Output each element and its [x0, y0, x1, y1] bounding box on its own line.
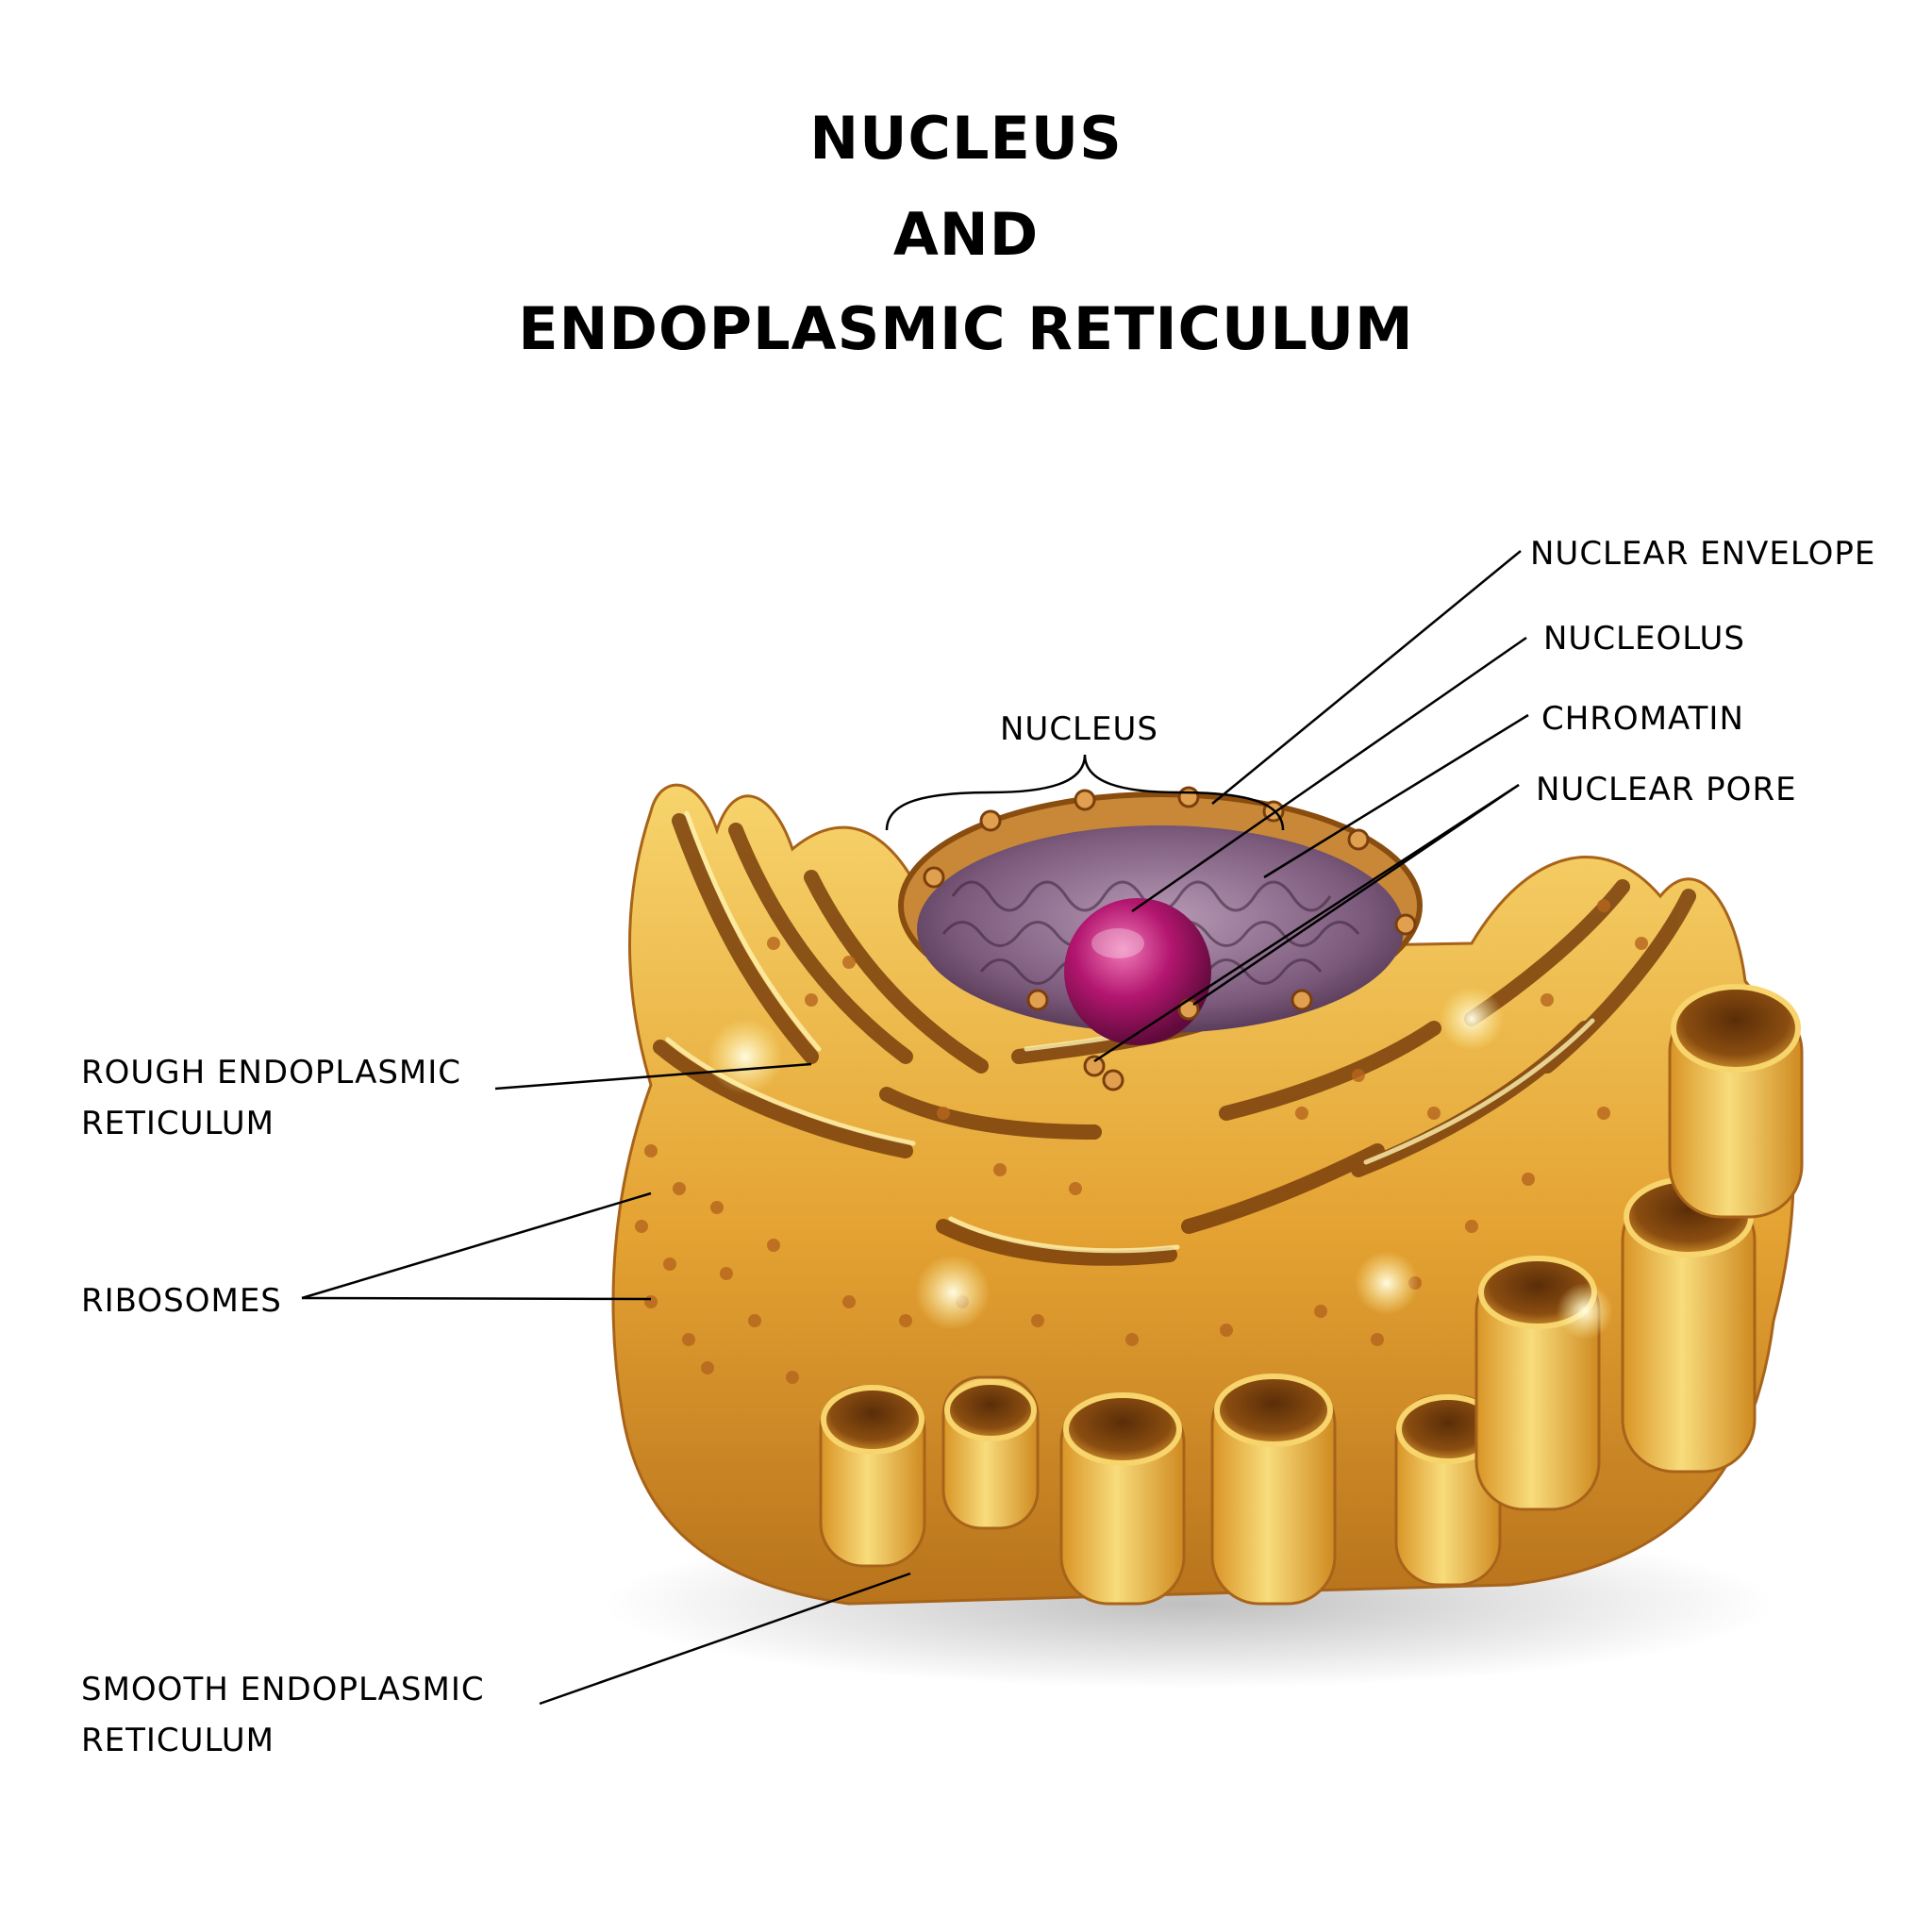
label-rough-er-line-2: RETICULUM [81, 1105, 275, 1143]
label-smooth-er-line-2: RETICULUM [81, 1722, 275, 1760]
leader-nuclear-pore-b [1192, 783, 1520, 1007]
nucleus [898, 786, 1423, 1091]
label-rough-er-line-1: ROUGH ENDOPLASMIC [81, 1054, 462, 1091]
label-nuclear-envelope: NUCLEAR ENVELOPE [1530, 535, 1876, 573]
label-rough-er: ROUGH ENDOPLASMIC RETICULUM [81, 1047, 461, 1150]
leader-smooth-er [539, 1572, 911, 1706]
leader-nuclear-pore-a [1093, 783, 1520, 1063]
title-line-3: ENDOPLASMIC RETICULUM [518, 294, 1414, 363]
leader-chromatin [1263, 713, 1529, 879]
leader-ribosomes-a [301, 1191, 652, 1300]
leader-lines [301, 550, 1529, 1706]
label-chromatin: CHROMATIN [1541, 700, 1744, 738]
leader-rough-er [494, 1062, 812, 1091]
leader-nucleolus [1131, 636, 1527, 913]
title-line-1: NUCLEUS [809, 104, 1123, 173]
nucleolus [1064, 898, 1211, 1045]
label-ribosomes: RIBOSOMES [81, 1282, 282, 1320]
label-smooth-er-line-1: SMOOTH ENDOPLASMIC [81, 1671, 485, 1708]
nucleus-brace [885, 754, 1285, 831]
label-smooth-er: SMOOTH ENDOPLASMIC RETICULUM [81, 1664, 485, 1767]
glow-highlights [708, 987, 1613, 1340]
leader-ribosomes-b [301, 1296, 652, 1301]
label-nucleus: NUCLEUS [1000, 710, 1158, 748]
label-nuclear-pore: NUCLEAR PORE [1536, 771, 1797, 808]
label-nucleolus: NUCLEOLUS [1543, 620, 1745, 658]
ribosome-dots [635, 899, 1648, 1384]
title-line-2: AND [892, 200, 1040, 269]
er-cisternae [653, 813, 1696, 1266]
leader-nuclear-envelope [1211, 550, 1522, 805]
